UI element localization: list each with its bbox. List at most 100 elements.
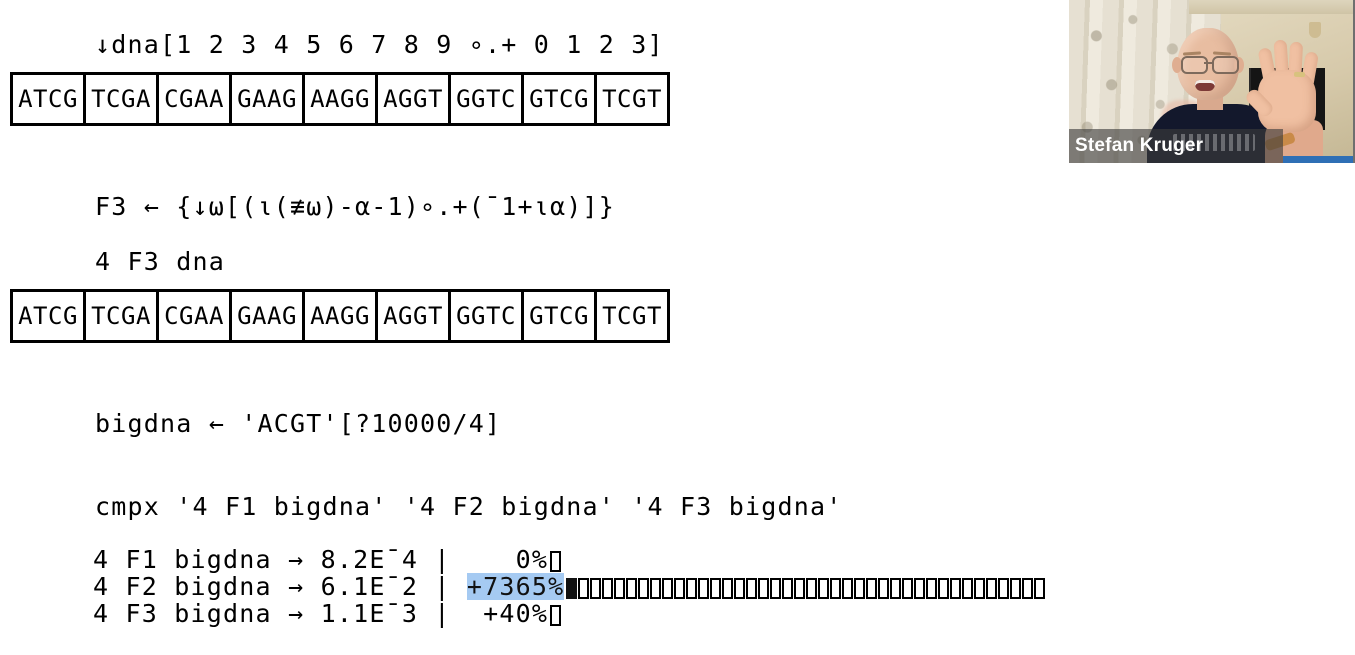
- benchmark-arrow: →: [288, 599, 305, 628]
- benchmark-bar: [550, 600, 562, 627]
- bar-glyph: [866, 578, 878, 599]
- bar-glyph: [962, 578, 974, 599]
- table-row: ATCG TCGA CGAA GAAG AAGG AGGT GGTC GTCG …: [10, 289, 670, 343]
- bar-glyph: [722, 578, 734, 599]
- apl-expression-index: ↓dna[1 2 3 4 5 6 7 8 9 ∘.+ 0 1 2 3]: [95, 30, 664, 59]
- bar-glyph: [782, 578, 794, 599]
- bar-glyph: [926, 578, 938, 599]
- dna-cell: AAGG: [302, 72, 378, 126]
- glasses: [1179, 56, 1239, 74]
- bar-glyph: [914, 578, 926, 599]
- dna-cell: GGTC: [448, 289, 524, 343]
- apl-expression-cmpx: cmpx '4 F1 bigdna' '4 F2 bigdna' '4 F3 b…: [95, 492, 843, 521]
- bar-glyph: [998, 578, 1010, 599]
- glasses-bridge: [1204, 62, 1212, 64]
- bar-glyph: [938, 578, 950, 599]
- bar-glyph: [590, 578, 602, 599]
- video-border: [1353, 0, 1355, 163]
- left-ear: [1172, 57, 1182, 73]
- bar-glyph: [902, 578, 914, 599]
- dna-cell: GTCG: [521, 289, 597, 343]
- mouth: [1195, 80, 1215, 91]
- webcam-video-overlay[interactable]: Stefan Kruger: [1069, 0, 1355, 163]
- dna-cell: TCGT: [594, 289, 670, 343]
- benchmark-arrow: →: [288, 545, 305, 574]
- dna-cell: GAAG: [229, 289, 305, 343]
- benchmark-time: 8.2E¯4: [320, 545, 419, 574]
- bar-glyph: [1022, 578, 1034, 599]
- bar-glyph: [854, 578, 866, 599]
- dna-cell: AGGT: [375, 72, 451, 126]
- bar-glyph: [626, 578, 638, 599]
- benchmark-expression: 4 F1 bigdna: [93, 545, 272, 574]
- dna-cell: ATCG: [10, 72, 86, 126]
- bar-glyph: [770, 578, 782, 599]
- benchmark-row: 4 F2 bigdna → 6.1E¯2 | +7365%: [28, 546, 1046, 627]
- bar-glyph: [986, 578, 998, 599]
- video-bottom-strip: [1283, 156, 1355, 163]
- bar-glyph: [710, 578, 722, 599]
- bar-glyph: [1034, 578, 1046, 599]
- participant-name: Stefan Kruger: [1075, 135, 1204, 156]
- wall-lamp: [1309, 22, 1321, 38]
- bar-glyph: [890, 578, 902, 599]
- bar-glyph: [758, 578, 770, 599]
- benchmark-separator: |: [434, 599, 451, 628]
- dna-cell: GAAG: [229, 72, 305, 126]
- dna-cell: TCGT: [594, 72, 670, 126]
- participant-name-bar: Stefan Kruger: [1069, 129, 1283, 163]
- right-ear: [1234, 57, 1244, 73]
- bar-glyph: [878, 578, 890, 599]
- bar-glyph: [674, 578, 686, 599]
- table-row: ATCG TCGA CGAA GAAG AAGG AGGT GGTC GTCG …: [10, 72, 670, 126]
- benchmark-percent-selected[interactable]: +7365%: [466, 572, 565, 601]
- apl-expression-bigdna-assign: bigdna ← 'ACGT'[?10000/4]: [95, 409, 502, 438]
- benchmark-separator: |: [434, 545, 451, 574]
- dna-cell: AGGT: [375, 289, 451, 343]
- dna-cell: CGAA: [156, 289, 232, 343]
- benchmark-percent: +40%: [483, 599, 549, 628]
- dna-cell: AAGG: [302, 289, 378, 343]
- benchmark-row: 4 F3 bigdna → 1.1E¯3 | +40%: [28, 573, 562, 654]
- finger-ring: [1293, 71, 1306, 78]
- bar-glyph: [650, 578, 662, 599]
- bar-glyph: [806, 578, 818, 599]
- bar-glyph: [698, 578, 710, 599]
- dna-cell: GGTC: [448, 72, 524, 126]
- bar-glyph: [794, 578, 806, 599]
- bar-glyph: [550, 551, 562, 572]
- benchmark-expression: 4 F3 bigdna: [93, 599, 272, 628]
- benchmark-separator: |: [434, 572, 451, 601]
- bar-glyph: [686, 578, 698, 599]
- bar-glyph: [734, 578, 746, 599]
- bar-glyph: [830, 578, 842, 599]
- benchmark-arrow: →: [288, 572, 305, 601]
- bar-glyph: [974, 578, 986, 599]
- bar-glyph: [746, 578, 758, 599]
- apl-expression-f3-call: 4 F3 dna: [95, 247, 226, 276]
- ceiling: [1189, 0, 1355, 14]
- dna-cell: ATCG: [10, 289, 86, 343]
- left-lens: [1181, 56, 1208, 74]
- right-lens: [1212, 56, 1239, 74]
- bar-glyph: [842, 578, 854, 599]
- bar-glyph: [1010, 578, 1022, 599]
- apl-expression-f3-definition: F3 ← {↓ω[(⍳(≢ω)-⍺-1)∘.+(¯1+⍳⍺)]}: [95, 192, 616, 221]
- apl-session-slide: ↓dna[1 2 3 4 5 6 7 8 9 ∘.+ 0 1 2 3] ATCG…: [10, 30, 1046, 627]
- bar-glyph: [662, 578, 674, 599]
- dna-cell: TCGA: [83, 289, 159, 343]
- benchmark-bar: [550, 546, 562, 573]
- bar-glyph: [638, 578, 650, 599]
- benchmark-row: 4 F1 bigdna → 8.2E¯4 | 0%: [28, 519, 562, 600]
- benchmark-bar: [566, 573, 1046, 600]
- benchmark-expression: 4 F2 bigdna: [93, 572, 272, 601]
- bar-glyph: [950, 578, 962, 599]
- dna-cell: TCGA: [83, 72, 159, 126]
- bar-glyph: [818, 578, 830, 599]
- bar-glyph: [550, 605, 562, 626]
- benchmark-percent: 0%: [515, 545, 549, 574]
- benchmark-time: 6.1E¯2: [320, 572, 419, 601]
- dna-cell: GTCG: [521, 72, 597, 126]
- bar-glyph: [614, 578, 626, 599]
- bar-glyph: [602, 578, 614, 599]
